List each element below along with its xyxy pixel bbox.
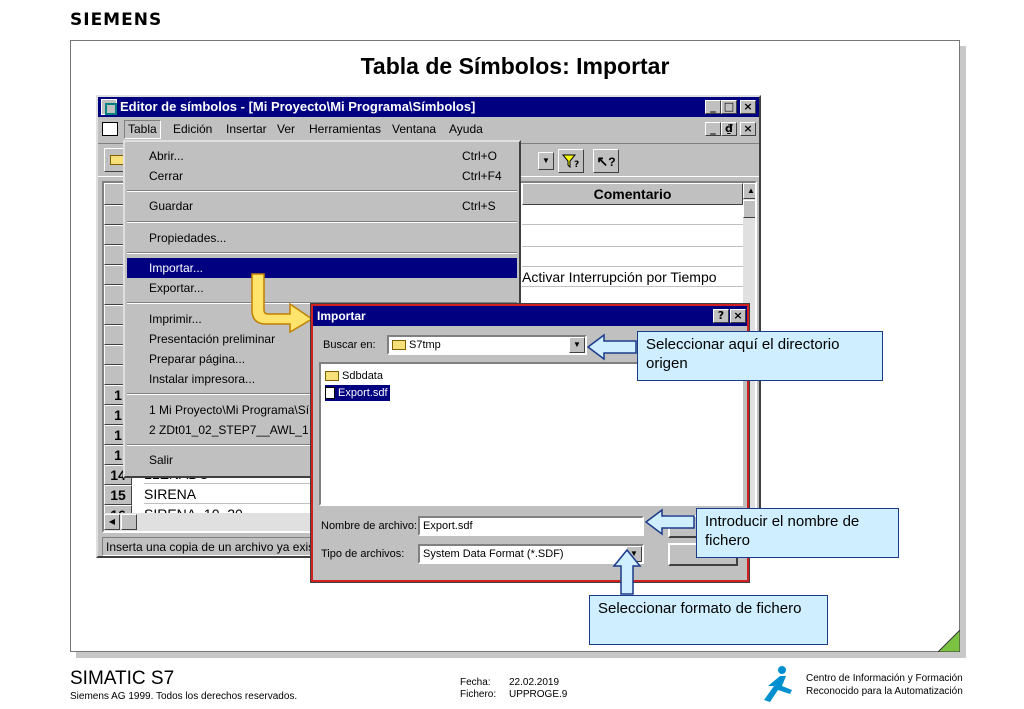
menu-insertar[interactable]: Insertar bbox=[226, 122, 267, 136]
siemens-logo: SIEMENS bbox=[70, 10, 163, 30]
doc-close-button[interactable]: × bbox=[740, 122, 756, 136]
center-line-1: Centro de Información y Formación bbox=[806, 673, 963, 684]
menu-item-recent-1[interactable]: 1 Mi Proyecto\Mi Programa\Sí bbox=[149, 403, 310, 417]
folder-icon bbox=[325, 371, 339, 382]
comment-cell[interactable] bbox=[522, 247, 743, 267]
maximize-button[interactable]: □ bbox=[721, 100, 737, 114]
menu-ver[interactable]: Ver bbox=[277, 122, 296, 136]
comment-cell[interactable] bbox=[522, 227, 743, 247]
app-icon bbox=[101, 99, 117, 115]
doc-restore-button[interactable]: ₫ bbox=[721, 122, 737, 136]
menu-item-propiedades[interactable]: Propiedades... bbox=[149, 231, 227, 245]
dialog-title: Importar bbox=[313, 306, 747, 326]
menu-item-abrir[interactable]: Abrir...Ctrl+O bbox=[149, 149, 498, 163]
menu-item-imprimir[interactable]: Imprimir... bbox=[149, 312, 202, 326]
menu-edicion[interactable]: Edición bbox=[173, 122, 213, 136]
minimize-button[interactable]: _ bbox=[705, 100, 721, 114]
comment-cell[interactable]: Activar Interrupción por Tiempo bbox=[522, 267, 743, 287]
callout-file-name: Introducir el nombre de fichero bbox=[696, 508, 899, 558]
folder-icon bbox=[392, 340, 406, 351]
window-title: Editor de símbolos - [Mi Proyecto\Mi Pro… bbox=[98, 97, 759, 117]
scroll-thumb[interactable] bbox=[743, 200, 755, 218]
filetype-label: Tipo de archivos: bbox=[321, 548, 405, 560]
filename-label: Nombre de archivo: bbox=[321, 520, 417, 532]
blue-arrow-up-icon bbox=[612, 548, 642, 595]
combo-arrow-icon[interactable]: ▼ bbox=[538, 152, 554, 170]
center-line-2: Reconocido para la Automatización bbox=[806, 686, 963, 697]
copyright: Siemens AG 1999. Todos los derechos rese… bbox=[70, 691, 298, 702]
corner-fold-icon bbox=[938, 630, 960, 652]
help-pointer-button[interactable]: ↖? bbox=[593, 149, 619, 173]
menu-item-exportar[interactable]: Exportar... bbox=[149, 281, 204, 295]
date-value: 22.02.2019 bbox=[509, 677, 560, 688]
training-center-logo-icon bbox=[764, 666, 792, 702]
menu-item-presentacion[interactable]: Presentación preliminar bbox=[149, 332, 276, 346]
menu-item-recent-2[interactable]: 2 ZDt01_02_STEP7__AWL_1 bbox=[149, 423, 309, 437]
row-number[interactable]: 15 bbox=[104, 485, 132, 505]
look-in-combo[interactable]: S7tmp bbox=[387, 335, 587, 355]
menu-item-salir[interactable]: Salir bbox=[149, 453, 174, 467]
scroll-thumb[interactable] bbox=[121, 514, 137, 530]
filetype-combo[interactable]: System Data Format (*.SDF) bbox=[418, 544, 644, 564]
import-dialog: Importar ? × Buscar en: S7tmp ▼ Sdbdata … bbox=[310, 303, 750, 583]
menu-item-importar[interactable]: Importar... bbox=[127, 258, 517, 278]
menu-herramientas[interactable]: Herramientas bbox=[309, 122, 382, 136]
date-label: Fecha: bbox=[460, 677, 491, 688]
blue-arrow-left-icon bbox=[586, 333, 637, 361]
callout-file-format: Seleccionar formato de fichero bbox=[589, 595, 828, 645]
close-button[interactable]: × bbox=[740, 100, 756, 114]
blue-arrow-left-icon bbox=[644, 508, 695, 536]
doc-minimize-button[interactable]: _ bbox=[705, 122, 721, 136]
filter-icon[interactable]: ? bbox=[558, 149, 584, 173]
menu-item-instalar-impresora[interactable]: Instalar impresora... bbox=[149, 372, 256, 386]
menu-item-preparar-pagina[interactable]: Preparar página... bbox=[149, 352, 246, 366]
list-item[interactable]: Sdbdata bbox=[325, 368, 383, 384]
list-item[interactable]: Export.sdf bbox=[325, 385, 390, 401]
symbol-cell[interactable]: SIRENA bbox=[144, 484, 324, 504]
menubar: Tabla Edición Insertar Ver Herramientas … bbox=[98, 119, 759, 139]
document-icon bbox=[102, 122, 118, 136]
dialog-close-button[interactable]: × bbox=[730, 309, 746, 323]
file-list[interactable]: Sdbdata Export.sdf bbox=[319, 362, 743, 506]
menu-tabla[interactable]: Tabla bbox=[124, 120, 161, 139]
menu-ventana[interactable]: Ventana bbox=[392, 122, 437, 136]
yellow-arrow-icon bbox=[251, 273, 314, 334]
comment-cell[interactable] bbox=[522, 205, 743, 225]
column-header-comentario[interactable]: Comentario bbox=[522, 183, 743, 205]
look-in-label: Buscar en: bbox=[323, 339, 376, 351]
menu-ayuda[interactable]: Ayuda bbox=[449, 122, 483, 136]
callout-source-dir: Seleccionar aquí el directorio origen bbox=[637, 331, 883, 381]
file-label: Fichero: bbox=[460, 689, 497, 700]
look-in-dropdown-icon[interactable]: ▼ bbox=[569, 337, 585, 353]
scroll-up-icon[interactable]: ▲ bbox=[743, 183, 755, 199]
file-icon bbox=[325, 387, 335, 400]
svg-text:?: ? bbox=[574, 160, 579, 169]
product-name: SIMATIC S7 bbox=[70, 668, 175, 689]
file-value: UPPROGE.9 bbox=[509, 689, 568, 700]
dialog-help-button[interactable]: ? bbox=[713, 309, 729, 323]
scroll-left-icon[interactable]: ◀ bbox=[104, 514, 120, 530]
slide-title: Tabla de Símbolos: Importar bbox=[360, 53, 670, 79]
filename-input[interactable]: Export.sdf bbox=[418, 516, 644, 536]
